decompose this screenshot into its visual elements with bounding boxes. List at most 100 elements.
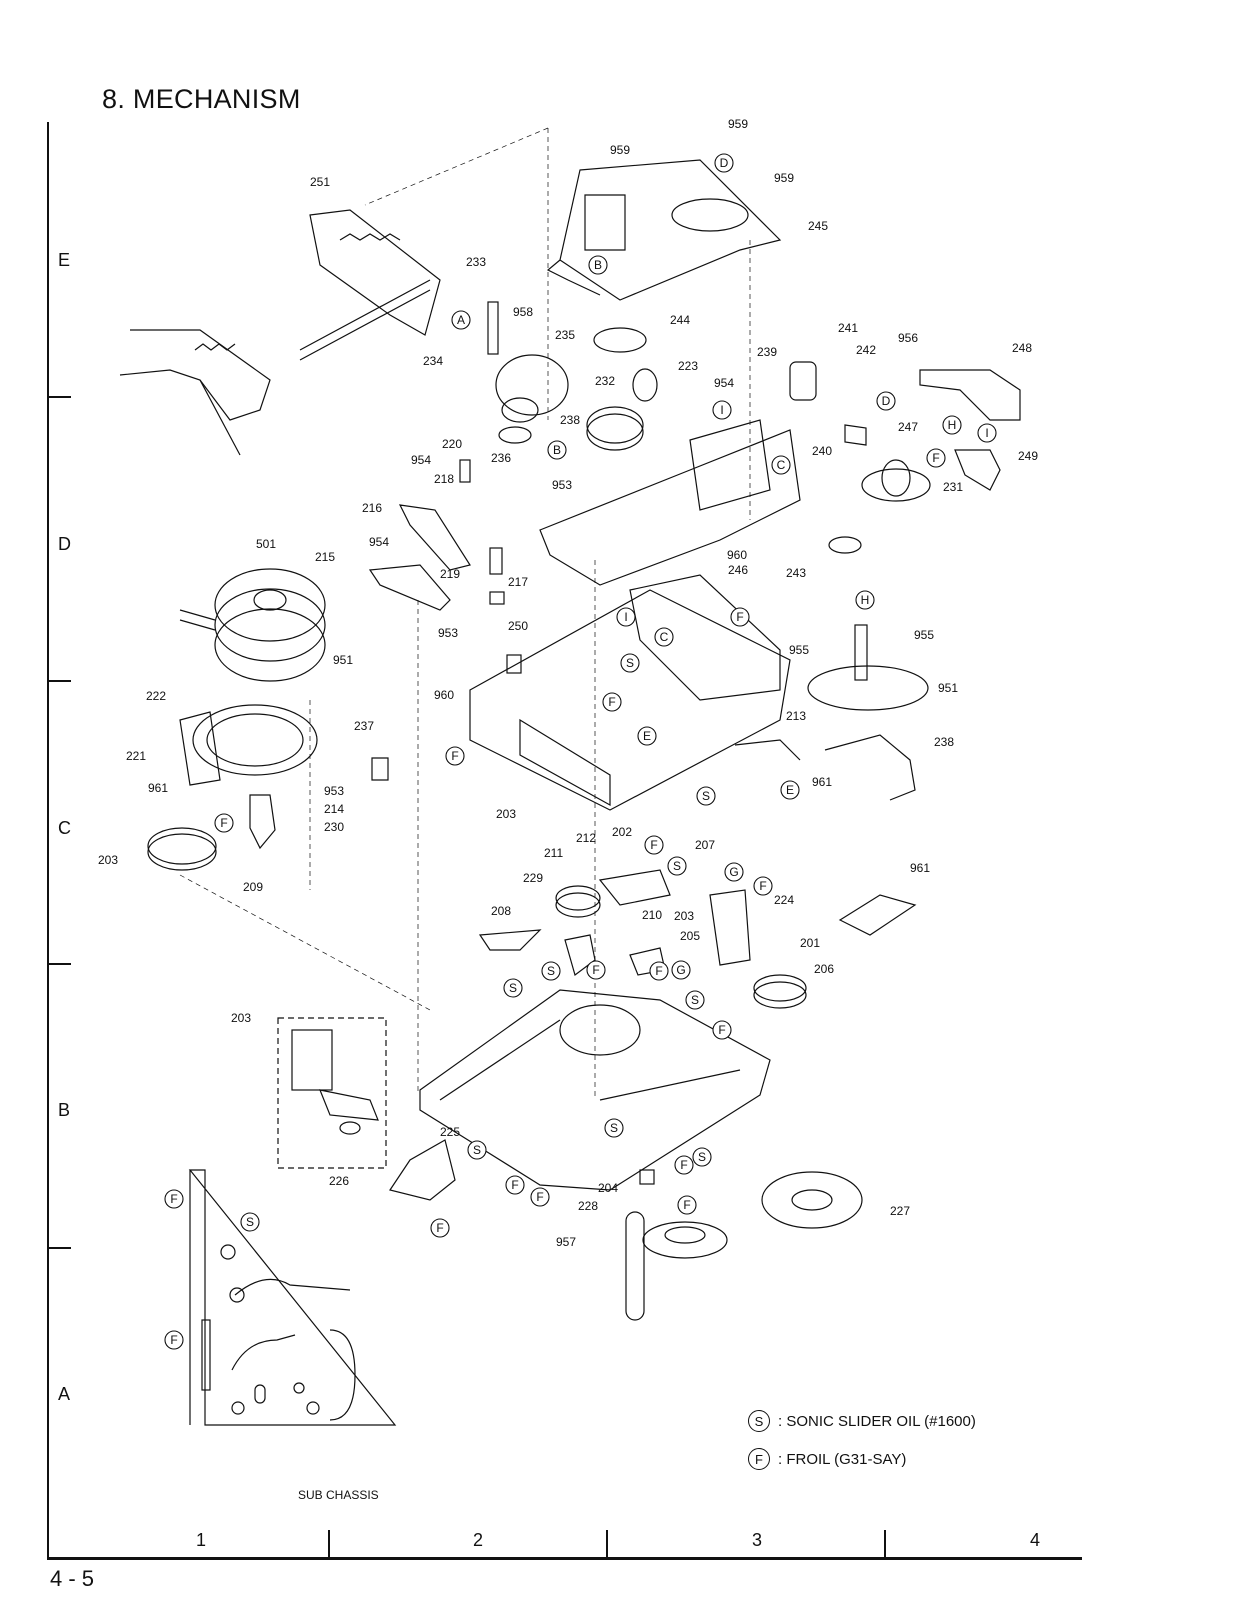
sub-chassis-part [188,1169,397,1426]
lubrication-callout: F [602,692,622,712]
svg-text:F: F [655,964,662,978]
svg-text:G: G [729,865,738,879]
column-tick [606,1530,608,1557]
part-number-label: 232 [595,374,615,388]
part-number-label: 245 [808,219,828,233]
lubrication-callout: D [714,153,734,173]
lubrication-callout: S [696,786,716,806]
lubrication-callout: F [214,813,234,833]
part-number-label: 501 [256,537,276,551]
part-number-label: 204 [598,1181,618,1195]
svg-text:S: S [473,1143,481,1157]
svg-text:B: B [553,443,561,457]
svg-text:B: B [594,258,602,272]
part-number-label: 237 [354,719,374,733]
lubrication-callout: F [505,1175,525,1195]
part-number-label: 957 [556,1235,576,1249]
column-label-2: 2 [473,1530,484,1550]
svg-text:F: F [759,879,766,893]
lubrication-callout: F [926,448,946,468]
svg-text:F: F [736,610,743,624]
part-number-label: 221 [126,749,146,763]
part-number-label: 249 [1018,449,1038,463]
part-number-label: 241 [838,321,858,335]
part-number-label: 224 [774,893,794,907]
loading-arm-part [119,209,441,456]
page-title: 8. MECHANISM [102,84,301,114]
part-number-label: 215 [315,550,335,564]
part-number-label: 201 [800,936,820,950]
lubrication-callout: E [637,726,657,746]
part-number-label: 953 [438,626,458,640]
svg-text:F: F [170,1333,177,1347]
part-number-label: 951 [333,653,353,667]
legend-row-froil: F : FROIL (G31-SAY) [748,1448,906,1470]
lubrication-callout: C [771,455,791,475]
frame-bottom-border [47,1557,1082,1560]
legend-symbol-f: F [748,1448,770,1470]
svg-text:S: S [626,656,634,670]
part-number-label: 213 [786,709,806,723]
svg-text:C: C [660,630,669,644]
part-number-label: 955 [914,628,934,642]
lubrication-callout: A [451,310,471,330]
part-number-label: 227 [890,1204,910,1218]
part-number-label: 958 [513,305,533,319]
lubrication-callout: F [586,960,606,980]
svg-text:F: F [650,838,657,852]
sector-gear-part [389,1139,456,1201]
svg-text:C: C [777,458,786,472]
row-label-d: D [58,534,71,554]
lever-parts-left [368,504,522,674]
svg-text:F: F [718,1023,725,1037]
lubrication-callout: S [240,1212,260,1232]
part-number-label: 225 [440,1125,460,1139]
svg-text:S: S [246,1215,254,1229]
part-number-label: 247 [898,420,918,434]
part-number-label: 954 [714,376,734,390]
svg-text:E: E [786,783,794,797]
part-number-label: 202 [612,825,632,839]
drum-motor-part [179,568,326,682]
svg-text:S: S [702,789,710,803]
mid-plate-part [539,419,801,586]
part-number-label: 230 [324,820,344,834]
lubrication-callout: E [780,780,800,800]
legend-row-sonic-slider-oil: S : SONIC SLIDER OIL (#1600) [748,1410,976,1432]
part-number-label: 234 [423,354,443,368]
svg-text:E: E [643,729,651,743]
svg-text:D: D [720,156,729,170]
cassette-housing-part [546,159,782,301]
row-tick [49,680,71,682]
lubrication-callout: D [876,391,896,411]
part-number-label: 961 [910,861,930,875]
part-number-label: 954 [369,535,389,549]
svg-text:F: F [436,1221,443,1235]
svg-text:F: F [592,963,599,977]
part-number-label: 955 [789,643,809,657]
svg-text:S: S [673,859,681,873]
part-number-label: 206 [814,962,834,976]
column-tick [884,1530,886,1557]
capstan-assembly-part [734,624,929,801]
capstan-ring-part [179,704,318,786]
lubrication-callout: F [644,835,664,855]
part-number-label: 229 [523,871,543,885]
part-number-label: 226 [329,1174,349,1188]
lubrication-callout: H [942,415,962,435]
lubrication-callout: I [712,400,732,420]
part-number-label: 238 [560,413,580,427]
reel-chassis-part [419,989,771,1191]
part-number-label: 222 [146,689,166,703]
part-number-label: 205 [680,929,700,943]
part-number-label: 959 [728,117,748,131]
row-label-b: B [58,1100,71,1120]
sub-chassis-label: SUB CHASSIS [298,1488,379,1502]
part-number-label: 207 [695,838,715,852]
row-tick [49,963,71,965]
lubrication-callout: S [685,990,705,1010]
part-number-label: 203 [674,909,694,923]
assembly-guide-lines [179,127,751,1100]
